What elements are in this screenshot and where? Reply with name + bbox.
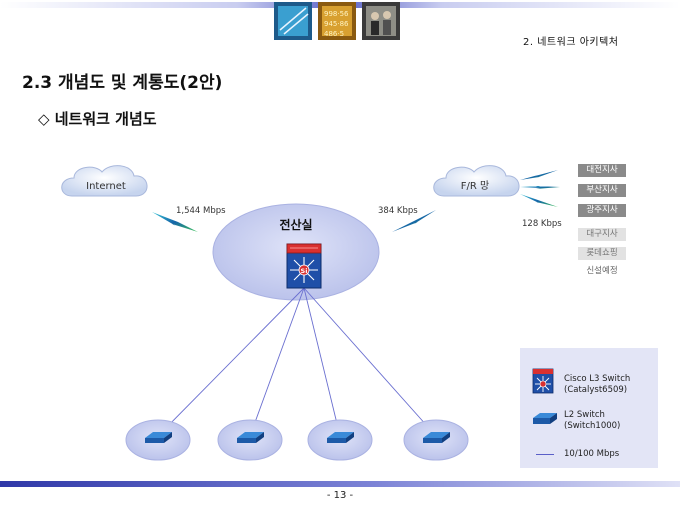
wan-link-fr-bolt-icon [392,210,436,232]
fr-network-label: F/R 망 [461,180,489,192]
legend-l2-line-2: (Switch1000) [564,421,621,431]
page-number: - 13 - [326,490,354,501]
svg-text:486·5: 486·5 [324,30,344,38]
internet-label: Internet [86,181,126,192]
top-banner: 998·56 945·86 486·5 [0,2,680,40]
lan-link-2 [249,287,305,437]
l2-node-4 [403,419,469,461]
branch-box-1: 대전지사 [578,164,626,177]
legend-l2-switch-icon [533,413,557,424]
legend-l3-line-2: (Catalyst6509) [564,385,628,395]
branch-link-bolt-icon-2 [520,186,560,189]
svg-text:945·86: 945·86 [324,20,349,28]
l2-node-1 [125,419,191,461]
branch-box-planned-2: 롯데쇼핑 [578,247,626,260]
internet-cloud [61,165,148,197]
svg-text:998·56: 998·56 [324,10,349,18]
l2-switch-icon [237,432,264,443]
banner-image-2: 998·56 945·86 486·5 [318,2,356,40]
l2-node-2 [217,419,283,461]
branch-box-planned-1: 대구지사 [578,228,626,241]
banner-image-1 [274,2,312,40]
speed-label-branch: 128 Kbps [522,219,562,229]
switch-badge-label: Si [301,267,308,275]
lan-link-4 [303,287,437,437]
page-title: 2.3 개념도 및 계통도(2안) [22,73,223,93]
branch-link-bolt-icon-1 [520,170,558,180]
branch-box-3: 광주지사 [578,204,626,217]
wan-link-internet-bolt-icon [152,212,198,232]
fr-network-cloud [433,165,520,197]
legend: Cisco L3 Switch (Catalyst6509) L2 Switch… [520,348,658,468]
l2-switch-icon [145,432,172,443]
chapter-title: 2. 네트워크 아키텍처 [523,37,619,48]
lan-links [157,287,437,437]
datacenter-label: 전산실 [279,217,312,232]
legend-link-label: 10/100 Mbps [564,449,620,459]
legend-link-line [536,454,554,455]
speed-label-fr: 384 Kbps [378,206,418,216]
legend-l2-label: L2 Switch (Switch1000) [564,410,620,432]
lan-link-3 [303,287,341,437]
speed-label-internet: 1,544 Mbps [176,206,226,216]
bottom-banner [0,481,680,487]
l3-switch-icon [286,243,322,289]
branch-box-2: 부산지사 [578,184,626,197]
legend-l3-label: Cisco L3 Switch (Catalyst6509) [564,374,630,396]
banner-image-3 [362,2,400,40]
branch-link-bolt-icon-3 [520,194,558,207]
section-title: ◇ 네트워크 개념도 [38,110,157,128]
planned-note: 신설예정 [586,266,618,276]
legend-l3-switch-icon [532,368,554,394]
l2-switch-icon [327,432,354,443]
legend-l3-line-1: Cisco L3 Switch [564,374,631,384]
lan-link-1 [157,287,305,437]
legend-l2-line-1: L2 Switch [564,410,605,420]
l2-switch-icon [423,432,450,443]
l2-node-3 [307,419,373,461]
